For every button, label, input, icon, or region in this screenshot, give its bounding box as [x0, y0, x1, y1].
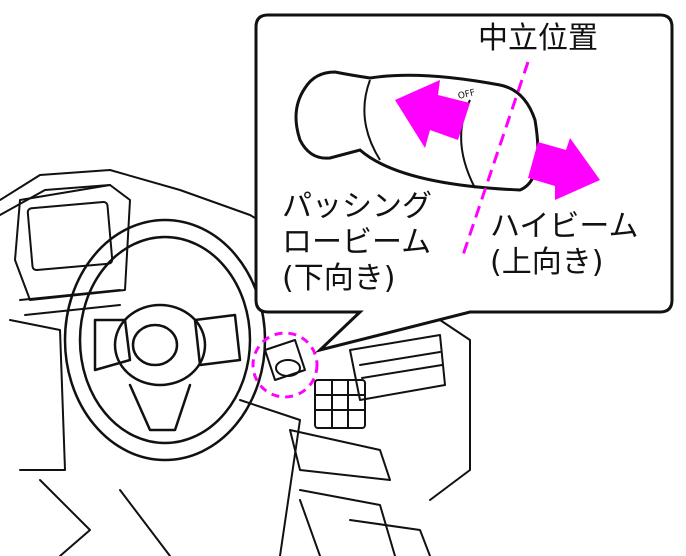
high-beam-label: ハイビーム	[490, 209, 639, 244]
neutral-position-label: 中立位置	[478, 21, 598, 56]
neutral-position-line	[460, 61, 530, 259]
passing-arrow	[395, 80, 470, 148]
steering-wheel-illustration	[63, 218, 267, 462]
high-beam-sublabel: (上向き)	[490, 245, 604, 280]
dashboard-illustration	[0, 169, 471, 556]
high-beam-arrow	[528, 138, 600, 200]
lever-location-marker	[251, 331, 319, 399]
low-beam-sublabel: (下向き)	[282, 261, 396, 296]
low-beam-label: ロービーム	[282, 225, 432, 260]
passing-label: パッシング	[282, 189, 432, 224]
